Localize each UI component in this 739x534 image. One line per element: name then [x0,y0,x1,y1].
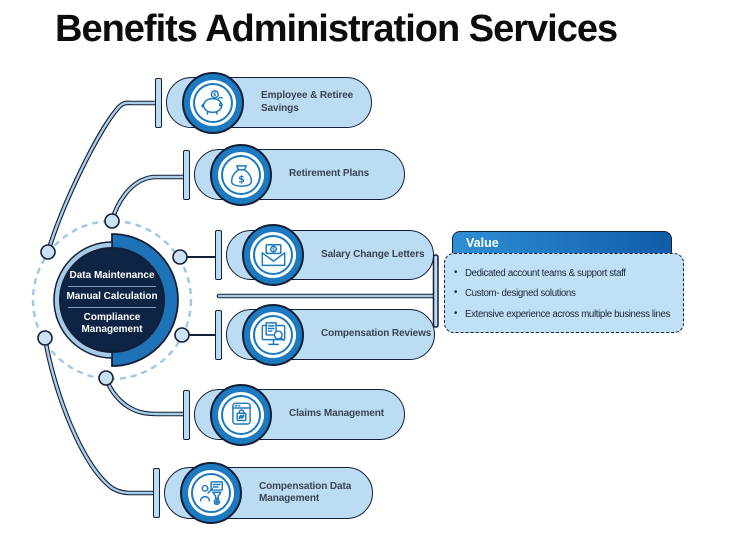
branch-icon-badge: $ [182,71,244,134]
orbit-node-upper-left [40,244,56,260]
branch-tick [215,230,222,280]
value-panel: Value Dedicated account teams & support … [444,231,684,333]
hub-divider [68,286,156,287]
value-bullet-list: Dedicated account teams & support staff … [453,267,681,321]
branch-label: Claims Management [289,408,384,420]
branch-icon-badge: $ [210,143,272,206]
person-data-icon [199,480,223,505]
value-bullet: Dedicated account teams & support staff [453,267,681,280]
branch-icon-badge [180,462,242,524]
branch-label: Salary Change Letters [321,248,425,260]
value-panel-body: Dedicated account teams & support staff … [444,253,684,333]
hub-segment-manual-calculation: Manual Calculation [66,291,158,302]
value-panel-bar [432,254,439,328]
money-bag-icon: $ [230,165,252,187]
hub-core-circle [59,247,165,353]
orbit-node-bottom [98,370,114,386]
branch-label: Compensation Reviews [321,328,432,340]
branch-label: Compensation Data Management [259,480,352,505]
branch-pill-retirement-plans: $ Retirement Plans [183,143,405,206]
branch-label: Retirement Plans [289,168,370,180]
page-title: Benefits Administration Services [55,8,618,50]
svg-text:$: $ [272,246,275,252]
hub-segment-data-maintenance: Data Maintenance [69,270,155,281]
connector-compensation-data-management [42,335,157,496]
branch-pill-compensation-data-management: Compensation Data Management [153,462,373,524]
hub-core: Data Maintenance Manual Calculation Comp… [56,267,168,339]
orbit-node-lower-left [37,330,53,346]
salary-envelope-icon: $ [261,243,285,266]
branch-tick [215,309,222,360]
value-panel-header: Value [452,231,672,254]
branch-pill-compensation-reviews: Compensation Reviews [215,303,435,366]
orbit-node-upper-right [172,249,188,265]
svg-text:$: $ [213,92,217,98]
connector-employee-retiree-savings [45,100,160,255]
connector-claims-management [103,375,187,417]
monitor-magnifier-icon [261,322,285,346]
value-bullet: Custom- designed solutions [453,287,681,300]
branch-tick [183,389,190,440]
branch-pill-claims-management: Claims Management [183,383,405,446]
branch-tick [183,149,190,200]
orbit-node-lower-right [174,327,190,343]
svg-text:$: $ [238,175,245,186]
branch-icon-badge: $ [242,224,304,286]
branch-pill-employee-retiree-savings: $ Employee & Retiree Savings [155,71,372,134]
branch-label: Employee & Retiree Savings [261,90,354,114]
value-panel-title: Value [466,236,499,250]
branch-tick [155,77,162,128]
connector-retirement-plans [109,174,187,224]
claims-window-icon [231,402,251,425]
branch-icon-badge [210,383,272,446]
orbit-node-top [104,213,120,229]
piggy-bank-icon: $ [200,90,223,115]
branch-pill-salary-change-letters: $ Salary Change Letters [215,224,434,286]
branch-icon-badge [242,303,304,366]
hub-segment-compliance-management: Compliance Management [81,312,143,335]
value-bullet: Extensive experience across multiple bus… [453,308,681,321]
hub-divider [68,307,156,308]
branch-tick [153,468,160,518]
